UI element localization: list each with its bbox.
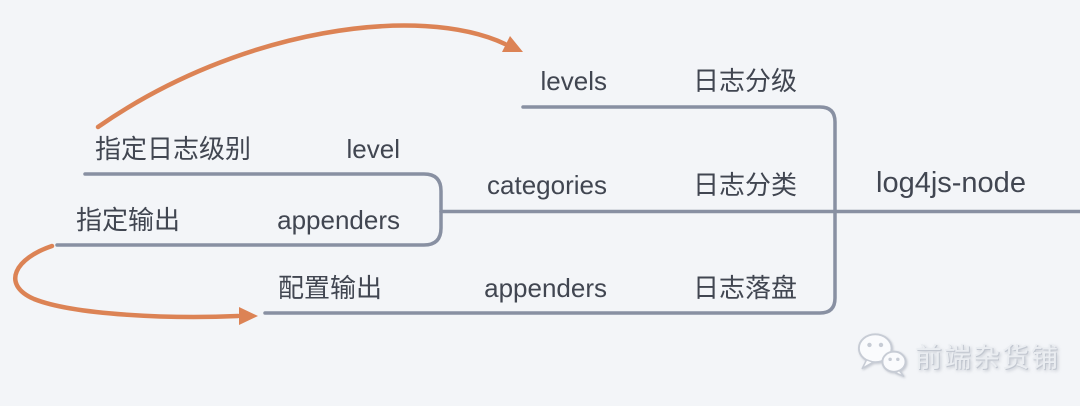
subtopic-config-output-zh[interactable]: 配置输出 (278, 273, 383, 303)
branch-levels-zh[interactable]: 日志分级 (693, 66, 798, 96)
arrowhead-icon (502, 36, 523, 52)
watermark-label: 前端杂货铺 (915, 342, 1060, 373)
subtopic-level-zh[interactable]: 指定日志级别 (95, 134, 252, 164)
arrow-curve (95, 23, 508, 130)
wechat-icon (857, 333, 907, 377)
arrow-level-to-levels (95, 23, 523, 130)
arrow-appenders-to-config (13, 243, 258, 325)
subtopics-bracket-line (55, 172, 443, 247)
branch-appenders-zh[interactable]: 日志落盘 (693, 273, 798, 303)
branch-categories-en[interactable]: categories (487, 170, 607, 200)
watermark: 前端杂货铺 (854, 330, 1060, 380)
branch-categories-zh[interactable]: 日志分类 (693, 170, 798, 200)
root-topic-log4js-node[interactable]: log4js-node (876, 167, 1026, 199)
arrowhead-icon (239, 307, 258, 325)
branch-appenders-en[interactable]: appenders (484, 273, 607, 303)
branch-levels-en[interactable]: levels (540, 66, 607, 96)
subtopic-level-en[interactable]: level (346, 134, 400, 164)
subtopic-appenders-en[interactable]: appenders (277, 205, 400, 235)
subtopic-appenders-zh[interactable]: 指定输出 (76, 205, 181, 235)
arrow-curve (13, 243, 241, 320)
